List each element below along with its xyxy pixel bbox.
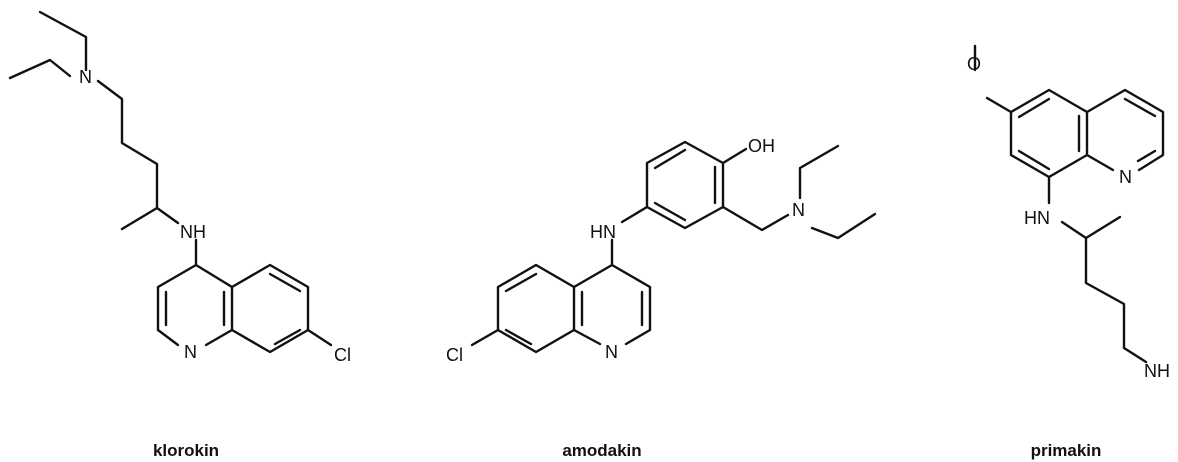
- atom-label-nh: NH: [1144, 361, 1170, 381]
- atom-label-hn: HN: [1024, 208, 1050, 228]
- atom-label-oh: OH: [748, 136, 775, 156]
- atom-label-n: N: [79, 67, 92, 87]
- atom-label-hn: HN: [590, 222, 616, 242]
- caption-primakin: primakin: [1031, 441, 1102, 460]
- molecule-klorokin: N NH N Cl klorokin: [8, 10, 351, 460]
- atom-label-n-ring: N: [605, 342, 618, 362]
- caption-klorokin: klorokin: [153, 441, 219, 460]
- molecule-primakin: O N HN NH primakin: [967, 44, 1170, 460]
- atom-label-cl: Cl: [334, 345, 351, 365]
- caption-amodakin: amodakin: [562, 441, 641, 460]
- amodakin-bonds: [470, 140, 877, 354]
- atom-label-o: O: [967, 54, 981, 74]
- atom-label-n-ring: N: [184, 342, 197, 362]
- klorokin-bonds: [8, 10, 333, 354]
- atom-label-n: N: [792, 200, 805, 220]
- primakin-bonds: [973, 44, 1165, 364]
- molecule-amodakin: OH N HN N Cl amodakin: [446, 136, 877, 460]
- atom-label-n-ring: N: [1119, 167, 1132, 187]
- atom-label-cl: Cl: [446, 345, 463, 365]
- atom-label-nh: NH: [180, 222, 206, 242]
